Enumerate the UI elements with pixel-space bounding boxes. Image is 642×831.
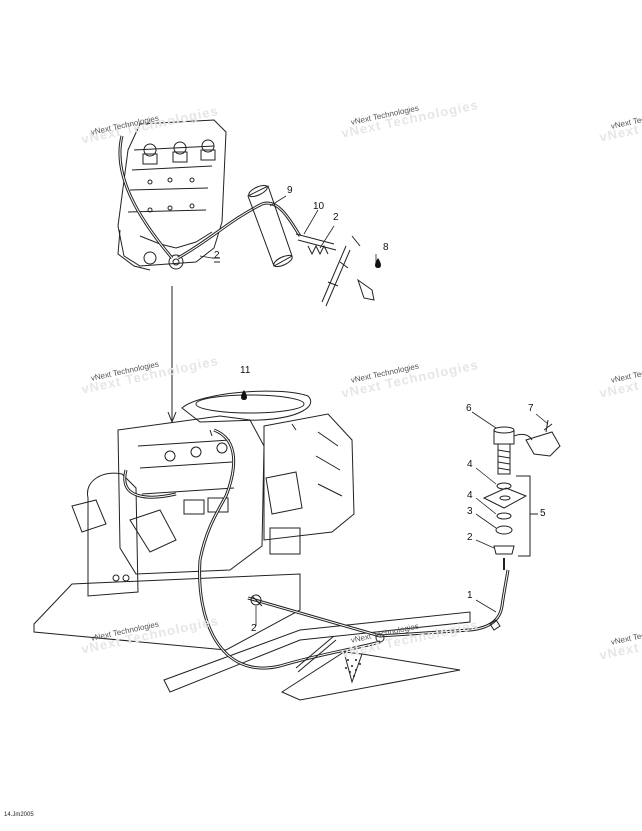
callout-10: 10 [313, 201, 325, 212]
oil-cap-stack [482, 419, 561, 570]
oil-drop-icons [241, 258, 381, 400]
callout-8: 8 [383, 242, 389, 253]
callout-7: 7 [528, 403, 534, 414]
engine-assembly [33, 390, 510, 701]
callout-2: 2 [467, 532, 473, 543]
footer-code: 14.Jm2005 [4, 812, 34, 818]
callout-11: 11 [240, 365, 251, 376]
callout-2: 2 [214, 250, 220, 261]
callout-5: 5 [540, 508, 546, 519]
oil-drop-icon-8 [375, 258, 381, 268]
leader-lines [199, 195, 549, 626]
callout-3: 3 [467, 506, 473, 517]
callout-4: 4 [467, 459, 473, 470]
callout-1: 1 [467, 590, 473, 601]
callout-4: 4 [467, 490, 473, 501]
foam-pad-texture [345, 659, 361, 677]
callout-2: 2 [333, 212, 339, 223]
oil-drop-icon-11 [241, 390, 247, 400]
callout-9: 9 [287, 185, 293, 196]
upper-engine-detail [117, 119, 375, 307]
callout-2: 2 [251, 623, 257, 634]
callout-6: 6 [466, 403, 472, 414]
